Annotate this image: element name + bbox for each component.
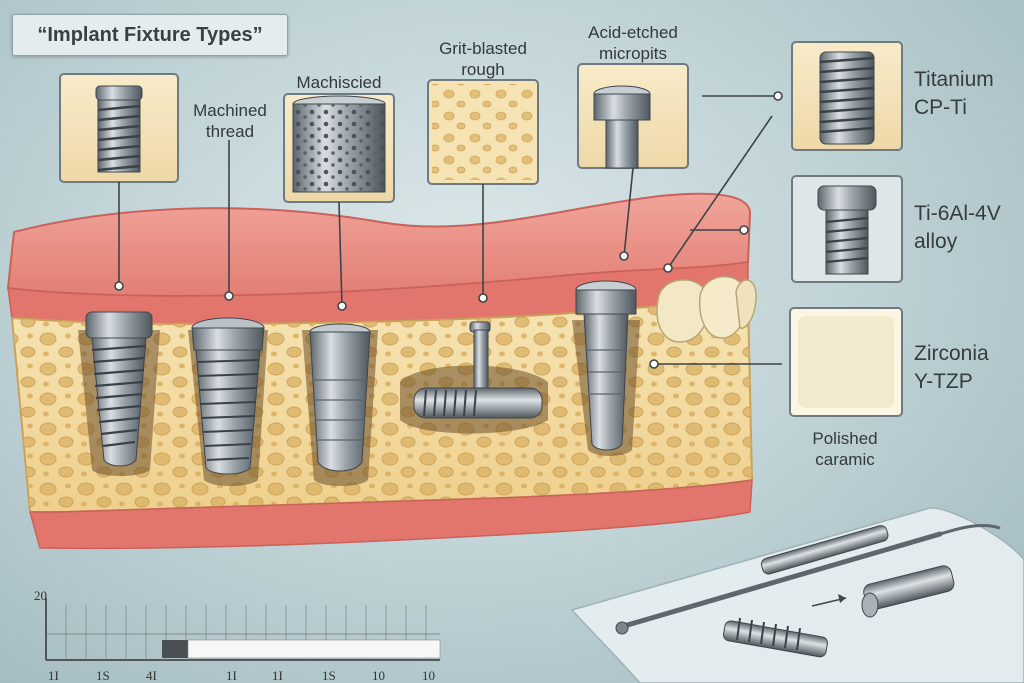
implant-fixture-icon xyxy=(309,323,371,472)
tooth-icon xyxy=(656,276,757,343)
dental-probe-icon xyxy=(615,524,1001,635)
ruler-top-value: 20 xyxy=(34,588,47,603)
label-acid-etched: Acid-etched micropits xyxy=(588,23,678,63)
gingiva-bottom xyxy=(29,479,753,550)
scale-ruler: 20 1I 1S 4I 1I 1I 1S 10 10 xyxy=(34,588,441,683)
implant-fixture-icon xyxy=(85,311,153,467)
sterile-tray xyxy=(570,507,1024,683)
implant-fixture-icon xyxy=(191,317,265,475)
ruler-tick: 1S xyxy=(322,668,336,683)
panel-machined-thread xyxy=(59,73,179,183)
label-polished: Polished caramic xyxy=(812,429,878,469)
abutment-screw-icon xyxy=(861,565,955,618)
panel-acid-etched xyxy=(577,63,689,169)
ruler-tick: 10 xyxy=(372,668,385,683)
label-grit-blasted: Grit-blasted rough xyxy=(439,39,527,79)
panel-ti-alloy xyxy=(791,175,903,283)
label-zirconia: Zirconia Y-TZP xyxy=(914,342,989,393)
abutment-screw-icon xyxy=(722,617,828,658)
ruler-tick: 1I xyxy=(272,668,283,683)
ruler-tick: 1I xyxy=(48,668,59,683)
leader-lines xyxy=(114,91,783,369)
label-ti-alloy: Ti-6Al-4V alloy xyxy=(914,202,1001,253)
implant-fixture-icon xyxy=(575,280,637,451)
panel-grit-blasted xyxy=(427,79,539,185)
panel-titanium xyxy=(791,41,903,151)
implant-fixture-icon xyxy=(413,321,543,419)
ruler-tick: 4I xyxy=(146,668,157,683)
label-machined-thread: Machined thread xyxy=(193,101,267,141)
ruler-tick: 10 xyxy=(422,668,435,683)
ruler-tick: 1I xyxy=(226,668,237,683)
label-machiscied: Machiscied xyxy=(296,73,382,92)
panel-machiscied xyxy=(283,93,395,203)
ruler-tick: 1S xyxy=(96,668,110,683)
panel-zirconia xyxy=(789,307,903,417)
page-title: “Implant Fixture Types” xyxy=(12,14,288,56)
label-titanium: Titanium CP-Ti xyxy=(914,68,994,119)
